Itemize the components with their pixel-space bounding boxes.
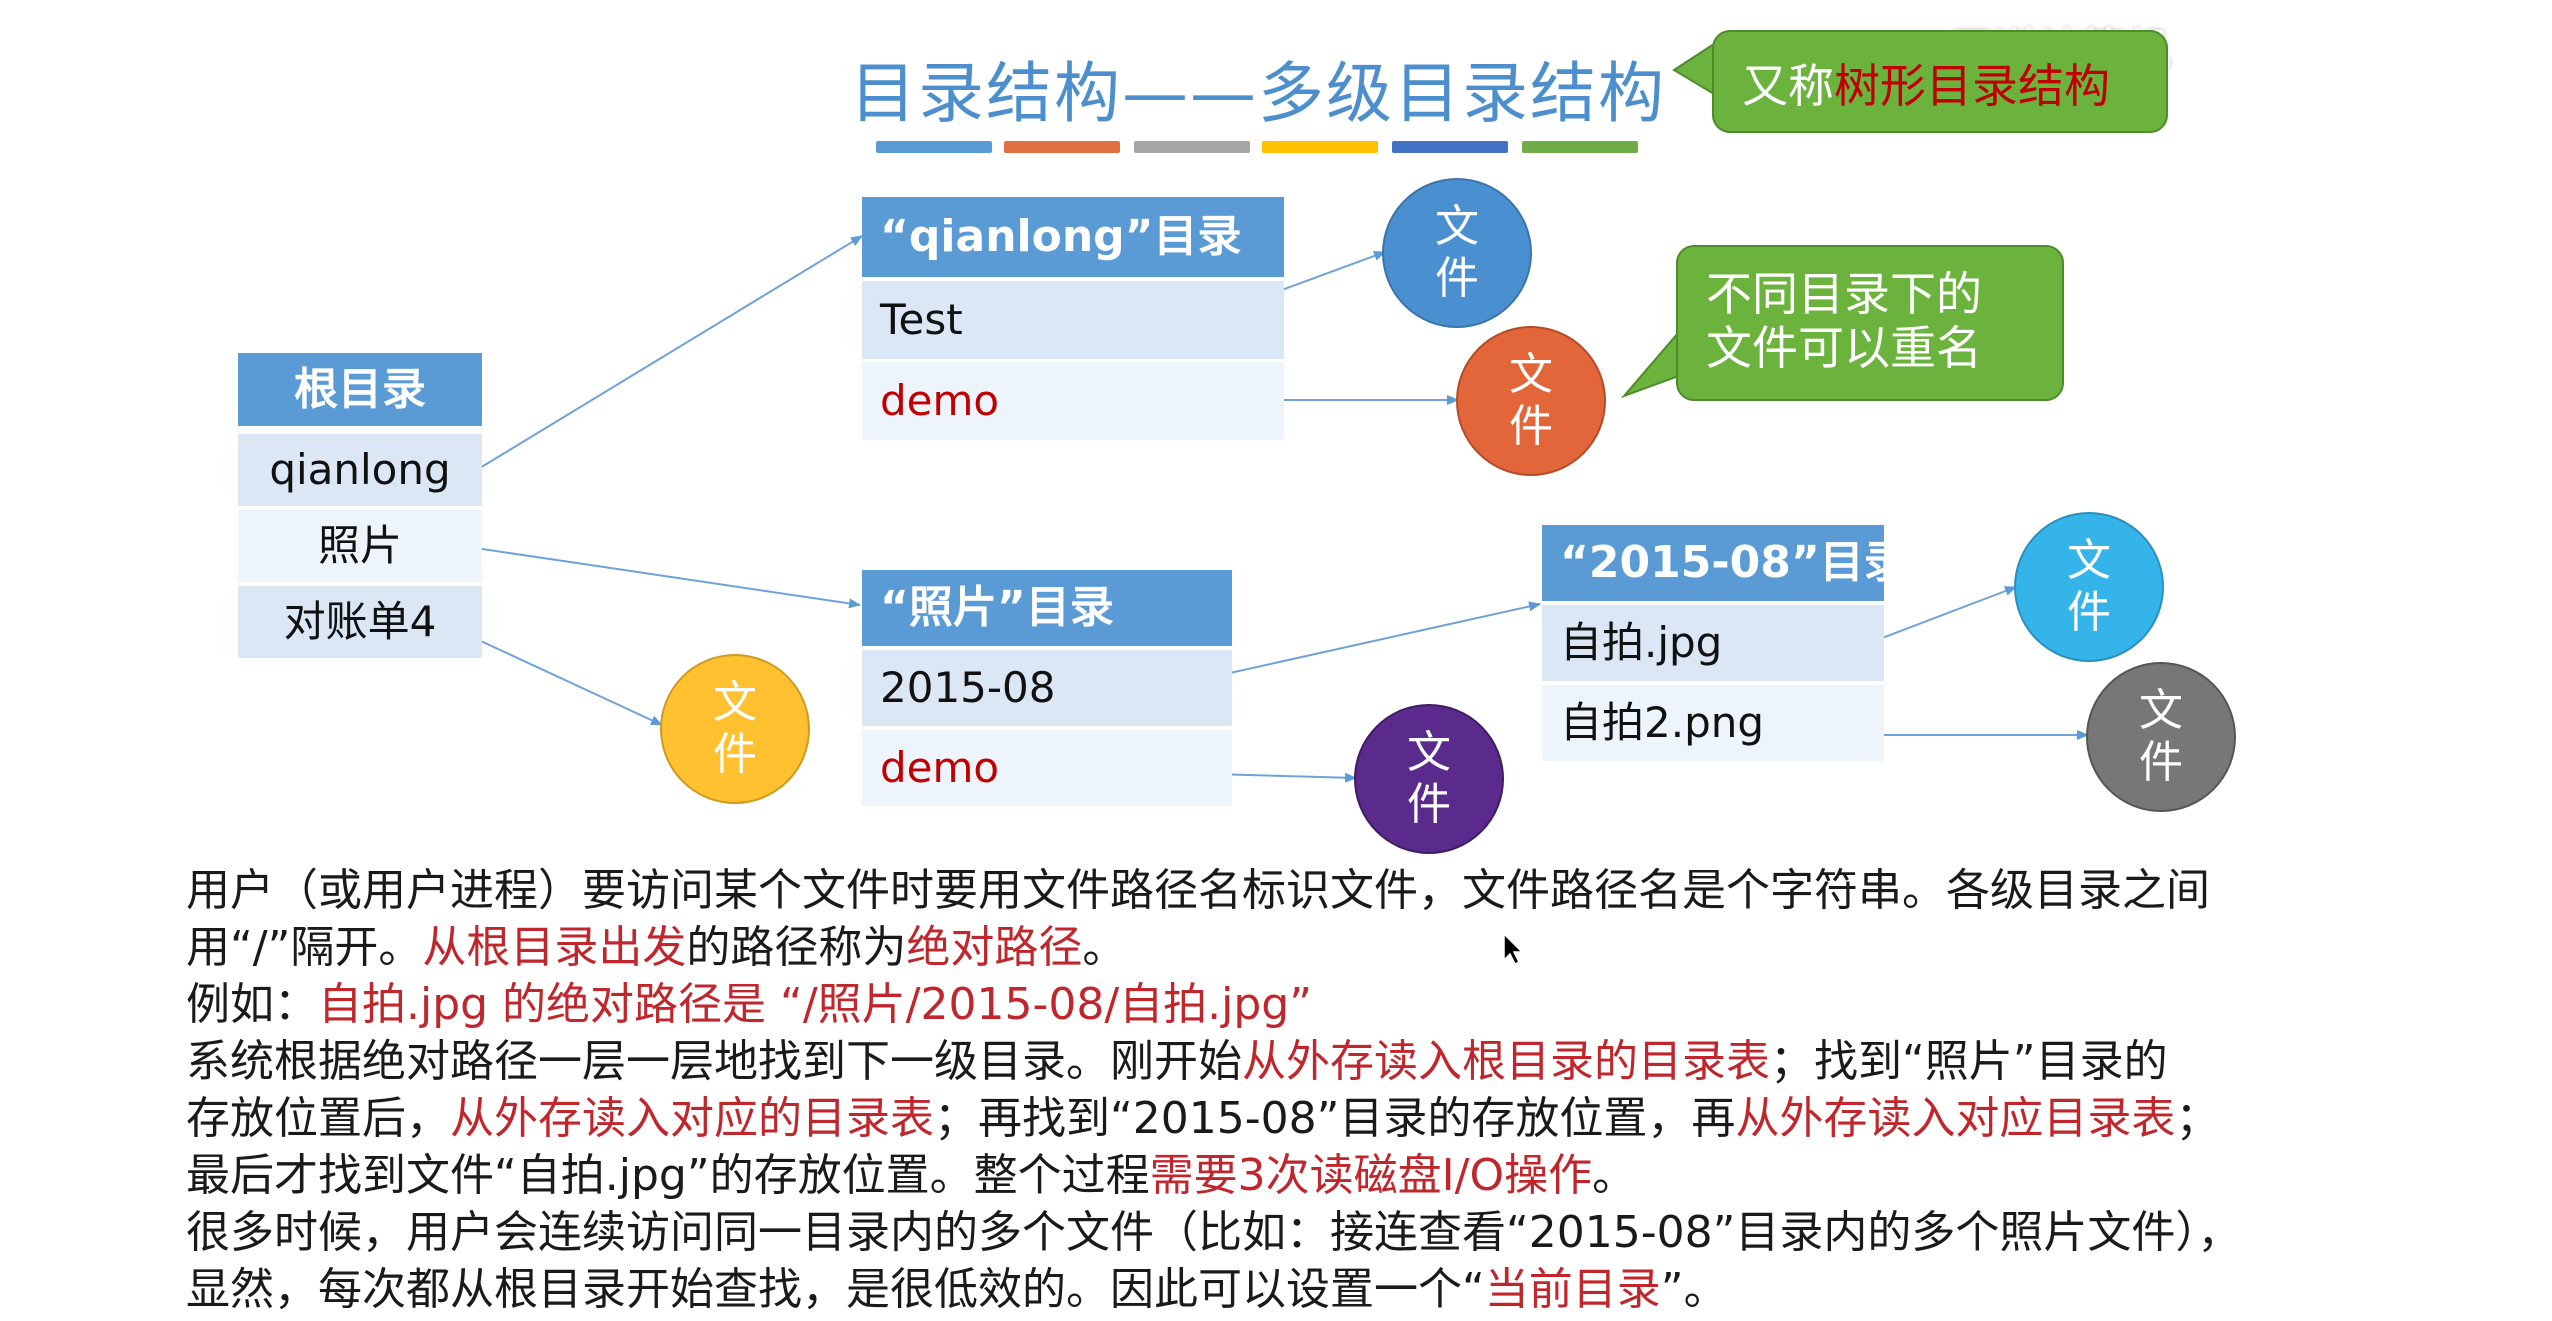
file-label-bottom: 件 xyxy=(2139,737,2183,788)
qianlong-entry-demo: demo xyxy=(862,362,1284,440)
callout-same-name: 不同目录下的 文件可以重名 xyxy=(1676,245,2064,401)
title-underline-6 xyxy=(1522,141,1638,153)
file-circle-selfie2: 文 件 xyxy=(2086,662,2236,812)
title-underline-2 xyxy=(1004,141,1120,153)
callout-same-name-line2: 文件可以重名 xyxy=(1706,321,1982,375)
dir-2015-entry-selfie2: 自拍2.png xyxy=(1542,685,1884,761)
root-entry-bill: 对账单4 xyxy=(238,586,482,658)
text-line-4: 系统根据绝对路径一层一层地找到下一级目录。刚开始从外存读入根目录的目录表；找到“… xyxy=(186,1036,2168,1087)
title-underline-4 xyxy=(1262,141,1378,153)
file-label-bottom: 件 xyxy=(1407,779,1451,830)
file-label-top: 文 xyxy=(2139,685,2183,736)
dir-2015-entry-selfie: 自拍.jpg xyxy=(1542,605,1884,681)
root-dir-header: 根目录 xyxy=(238,353,482,426)
file-label-bottom: 件 xyxy=(2067,587,2111,638)
file-label-top: 文 xyxy=(1509,349,1553,400)
file-label-top: 文 xyxy=(1407,727,1451,778)
text-line-2: 用“/”隔开。从根目录出发的路径称为绝对路径。 xyxy=(186,922,1127,973)
title-underline-5 xyxy=(1392,141,1508,153)
explanation-text: 用户（或用户进程）要访问某个文件时要用文件路径名标识文件，文件路径名是个字符串。… xyxy=(186,862,2436,1318)
slide-title: 目录结构——多级目录结构 xyxy=(850,55,1666,132)
qianlong-dir-header: “qianlong”目录 xyxy=(862,197,1284,277)
qianlong-entry-test: Test xyxy=(862,281,1284,359)
text-line-5: 存放位置后，从外存读入对应的目录表；再找到“2015-08”目录的存放位置，再从… xyxy=(186,1093,2220,1144)
file-label-top: 文 xyxy=(2067,535,2111,586)
arrow-2015-to-dir xyxy=(1175,601,1541,686)
title-underline-1 xyxy=(876,141,992,153)
arrow-bill-to-file xyxy=(469,635,663,726)
arrow-root-to-qianlong xyxy=(469,235,863,475)
callout-same-name-line1: 不同目录下的 xyxy=(1706,267,1982,321)
dir-2015-header: “2015-08”目录 xyxy=(1542,525,1908,601)
file-label-top: 文 xyxy=(713,677,757,728)
root-entry-photo: 照片 xyxy=(238,510,482,582)
title-underline-3 xyxy=(1134,141,1250,153)
callout-tree-highlight: 树形目录结构 xyxy=(1834,59,2110,113)
file-circle-selfie: 文 件 xyxy=(2014,512,2164,662)
arrow-root-to-photo xyxy=(461,545,861,609)
photo-entry-demo: demo xyxy=(862,730,1232,806)
file-label-top: 文 xyxy=(1435,201,1479,252)
file-label-bottom: 件 xyxy=(1509,401,1553,452)
file-label-bottom: 件 xyxy=(1435,253,1479,304)
photo-dir-header: “照片”目录 xyxy=(862,570,1232,646)
callout-tree-prefix: 又称 xyxy=(1742,59,1834,113)
root-entry-qianlong: qianlong xyxy=(238,434,482,506)
mouse-cursor-icon xyxy=(1503,932,1524,966)
callout-tree: 又称树形目录结构 xyxy=(1712,30,2168,133)
file-circle-bill: 文 件 xyxy=(660,654,810,804)
file-circle-demo1: 文 件 xyxy=(1456,326,1606,476)
text-line-8: 显然，每次都从根目录开始查找，是很低效的。因此可以设置一个“当前目录”。 xyxy=(186,1264,1728,1315)
file-circle-demo2: 文 件 xyxy=(1354,704,1504,854)
file-circle-test: 文 件 xyxy=(1382,178,1532,328)
file-label-bottom: 件 xyxy=(713,729,757,780)
text-line-6: 最后才找到文件“自拍.jpg”的存放位置。整个过程需要3次读磁盘I/O操作。 xyxy=(186,1150,1637,1201)
photo-entry-2015: 2015-08 xyxy=(862,650,1232,726)
text-line-1: 用户（或用户进程）要访问某个文件时要用文件路径名标识文件，文件路径名是个字符串。… xyxy=(186,865,2210,916)
text-line-7: 很多时候，用户会连续访问同一目录内的多个文件（比如：接连查看“2015-08”目… xyxy=(186,1207,2242,1258)
text-line-3: 例如：自拍.jpg 的绝对路径是 “/照片/2015-08/自拍.jpg” xyxy=(186,979,1313,1030)
